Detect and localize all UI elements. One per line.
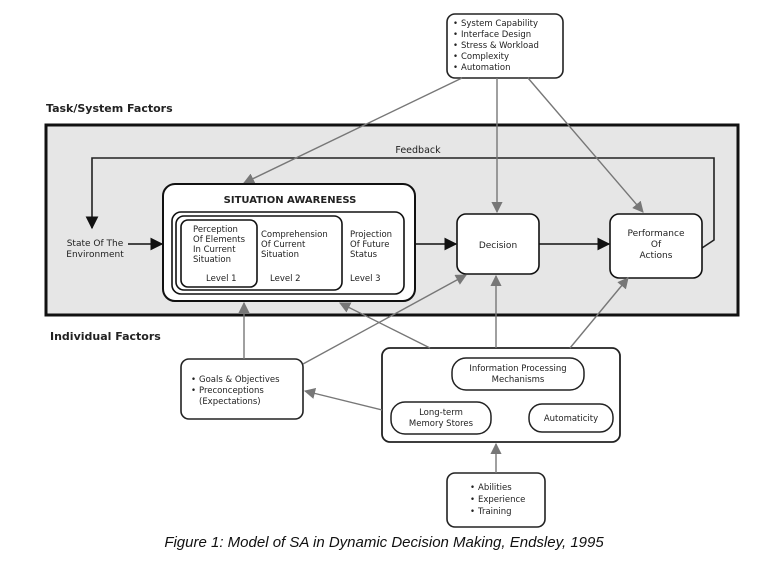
svg-text:Performance: Performance — [627, 229, 684, 239]
svg-text:Preconceptions: Preconceptions — [199, 386, 264, 396]
svg-text:Actions: Actions — [640, 251, 673, 261]
system-factors-list: •System Capability •Interface Design •St… — [453, 19, 539, 73]
svg-text:Of Future: Of Future — [350, 240, 389, 250]
svg-text:Situation: Situation — [193, 255, 231, 265]
performance-box — [609, 213, 703, 279]
arrow-system-to-performance — [527, 77, 644, 213]
svg-text:•: • — [453, 41, 458, 51]
system-factor-item: System Capability — [461, 19, 538, 29]
decision-label: Decision — [479, 241, 517, 251]
arrow-system-to-sa — [242, 77, 463, 184]
svg-text:•: • — [470, 507, 475, 517]
system-factor-item: Interface Design — [461, 30, 531, 40]
goals-list: •Goals & Objectives •Preconceptions (Exp… — [191, 375, 280, 407]
svg-text:Of: Of — [651, 240, 662, 250]
individual-factors-label: Individual Factors — [50, 330, 161, 343]
svg-text:Perception: Perception — [193, 225, 238, 235]
performance-label: Performance Of Actions — [627, 229, 684, 261]
level1-label: Level 1 — [206, 274, 237, 284]
environment-label: State Of The Environment — [66, 239, 124, 260]
long-term-memory-box — [390, 401, 492, 435]
svg-text:•: • — [191, 386, 196, 396]
situation-awareness-title: SITUATION AWARENESS — [224, 195, 357, 206]
level2-label: Level 2 — [270, 274, 301, 284]
info-processing-label: Information Processing Mechanisms — [469, 364, 566, 385]
svg-text:Training: Training — [477, 507, 512, 517]
long-term-memory-label: Long-term Memory Stores — [409, 408, 474, 429]
system-factor-item: Automation — [461, 63, 511, 73]
svg-text:(Expectations): (Expectations) — [199, 397, 261, 407]
arrow-individual-to-goals — [303, 387, 383, 411]
svg-text:•: • — [453, 63, 458, 73]
svg-text:Of Elements: Of Elements — [193, 235, 246, 245]
sa-model-diagram: Task/System Factors Individual Factors F… — [44, 13, 740, 528]
svg-text:Comprehension: Comprehension — [261, 230, 328, 240]
svg-text:Experience: Experience — [478, 495, 525, 505]
svg-text:State Of The: State Of The — [67, 239, 124, 249]
arrow-individual-to-sa — [338, 302, 431, 349]
svg-text:Memory Stores: Memory Stores — [409, 419, 474, 429]
svg-text:Goals & Objectives: Goals & Objectives — [199, 375, 280, 385]
svg-text:•: • — [191, 375, 196, 385]
svg-text:In Current: In Current — [193, 245, 236, 255]
automaticity-label: Automaticity — [544, 414, 598, 424]
svg-text:•: • — [470, 495, 475, 505]
svg-text:•: • — [470, 483, 475, 493]
svg-text:Abilities: Abilities — [478, 483, 512, 493]
svg-text:•: • — [453, 19, 458, 29]
svg-text:Of Current: Of Current — [261, 240, 306, 250]
info-processing-box — [451, 357, 585, 391]
level3-label: Level 3 — [350, 274, 381, 284]
comprehension-text: Comprehension Of Current Situation Level… — [261, 230, 328, 284]
arrow-individual-to-performance — [569, 277, 629, 349]
feedback-loop-arrow — [85, 157, 715, 249]
svg-text:Information Processing: Information Processing — [469, 364, 566, 374]
level1-box — [180, 219, 258, 288]
svg-text:•: • — [453, 52, 458, 62]
svg-text:Mechanisms: Mechanisms — [492, 375, 545, 385]
svg-text:Environment: Environment — [66, 250, 124, 260]
perception-text: Perception Of Elements In Current Situat… — [193, 225, 246, 284]
system-factor-item: Stress & Workload — [461, 41, 539, 51]
projection-text: Projection Of Future Status Level 3 — [350, 230, 392, 284]
svg-text:Projection: Projection — [350, 230, 392, 240]
system-factors-box — [446, 13, 564, 79]
feedback-label: Feedback — [395, 145, 441, 156]
arrow-goals-to-decision — [302, 274, 467, 365]
figure-caption: Figure 1: Model of SA in Dynamic Decisio… — [164, 534, 604, 551]
automaticity-box — [528, 403, 614, 433]
system-factor-item: Complexity — [461, 52, 509, 62]
goals-box — [180, 358, 304, 420]
svg-text:•: • — [453, 30, 458, 40]
abilities-list: •Abilities •Experience •Training — [470, 483, 525, 517]
svg-text:Situation: Situation — [261, 250, 299, 260]
svg-text:Status: Status — [350, 250, 378, 260]
task-system-factors-label: Task/System Factors — [46, 102, 173, 115]
svg-text:Long-term: Long-term — [419, 408, 463, 418]
